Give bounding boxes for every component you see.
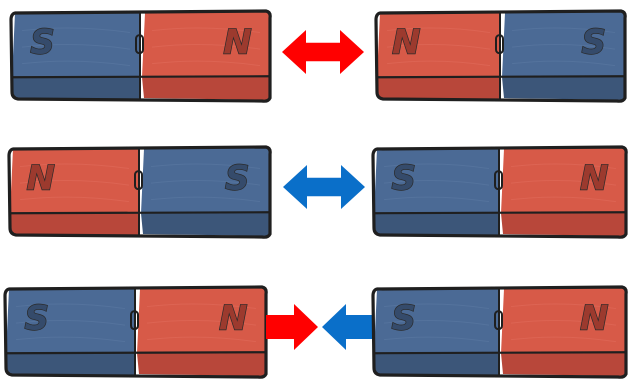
pole-label-left: N	[392, 23, 420, 63]
north-pole-left	[377, 11, 500, 100]
north-pole-left	[10, 147, 139, 236]
pole-label-left: S	[392, 299, 417, 339]
north-pole-right	[501, 287, 626, 376]
bar-magnet-row-2-right: S N	[371, 145, 628, 239]
north-pole-right	[142, 11, 270, 100]
south-pole-left	[374, 287, 499, 376]
row-1: S N N S	[9, 9, 627, 103]
north-pole-right	[137, 287, 266, 376]
pole-label-left: S	[392, 159, 417, 199]
pole-label-right: N	[580, 159, 608, 199]
south-pole-right	[502, 11, 625, 100]
bar-magnet-row-1-left: S N	[9, 9, 272, 103]
bar-magnet-row-3-left: S N	[3, 285, 268, 379]
south-pole-left	[12, 11, 140, 100]
pole-label-right: S	[225, 159, 250, 199]
bar-magnet-row-2-left: N S	[7, 145, 272, 239]
pole-label-right: S	[582, 23, 607, 63]
pole-label-right: N	[580, 299, 608, 339]
pole-label-left: N	[27, 159, 55, 199]
pole-label-right: N	[219, 299, 247, 339]
pole-label-left: S	[25, 299, 50, 339]
south-pole-left	[6, 287, 135, 376]
row-2: N S S N	[7, 145, 628, 239]
double-arrow-icon	[282, 30, 364, 74]
converging-arrows-icon	[266, 304, 374, 350]
bar-magnet-row-1-right: N S	[374, 9, 627, 103]
row-3: S N S N	[3, 285, 628, 379]
bar-magnet-row-3-right: S N	[371, 285, 628, 379]
south-pole-right	[141, 147, 270, 236]
south-pole-left	[374, 147, 499, 236]
double-arrow-icon	[283, 165, 365, 209]
north-pole-right	[501, 147, 626, 236]
pole-label-left: S	[30, 23, 55, 63]
pole-label-right: N	[223, 23, 251, 63]
